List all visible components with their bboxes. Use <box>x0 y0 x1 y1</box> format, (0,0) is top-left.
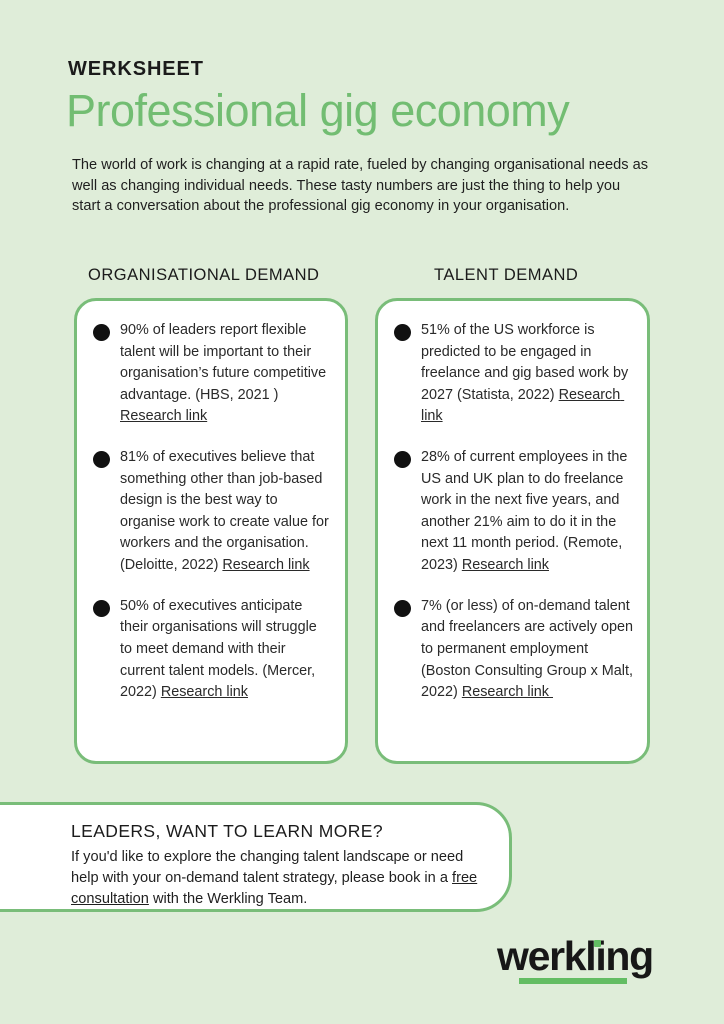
fact-list: 51% of the US workforce is predicted to … <box>378 301 647 704</box>
eyebrow-label: WERKSHEET <box>68 58 204 80</box>
cta-box: LEADERS, WANT TO LEARN MORE? If you'd li… <box>0 802 512 912</box>
research-link[interactable]: Research link <box>222 557 310 574</box>
bullet-dot-icon <box>394 451 411 469</box>
bullet-dot-icon <box>394 599 411 617</box>
free-consultation-link[interactable]: free consultation <box>71 870 478 908</box>
fact-text: 81% of executives believe that something… <box>120 449 333 574</box>
bullet-dot-icon <box>93 324 110 341</box>
list-item: 81% of executives believe that something… <box>93 447 331 577</box>
column-heading-organisational-demand: ORGANISATIONAL DEMAND <box>88 266 320 284</box>
logo-i-dot <box>594 940 601 947</box>
bullet-dot-icon <box>394 324 411 341</box>
fact-text: 90% of leaders report flexible talent wi… <box>120 322 331 425</box>
intro-paragraph: The world of work is changing at a rapid… <box>72 157 648 215</box>
list-item: 50% of executives anticipate their organ… <box>93 596 331 704</box>
page-title: Professional gig economy <box>66 85 570 136</box>
cta-body: If you'd like to explore the changing ta… <box>71 849 478 908</box>
card-organisational-demand: 90% of leaders report flexible talent wi… <box>74 298 348 764</box>
fact-text: 28% of current employees in the US and U… <box>421 449 632 574</box>
list-item: 51% of the US workforce is predicted to … <box>394 320 633 428</box>
fact-list: 90% of leaders report flexible talent wi… <box>77 301 345 704</box>
research-link[interactable]: Research link <box>461 684 553 701</box>
cta-title: LEADERS, WANT TO LEARN MORE? <box>71 821 384 841</box>
list-item: 28% of current employees in the US and U… <box>394 447 633 577</box>
fact-text: 50% of executives anticipate their organ… <box>120 597 321 701</box>
bullet-dot-icon <box>93 451 110 469</box>
fact-text: 51% of the US workforce is predicted to … <box>421 322 637 425</box>
werkling-logo: werkling <box>497 933 654 984</box>
research-link[interactable]: Research link <box>160 684 248 701</box>
list-item: 7% (or less) of on-demand talent and fre… <box>394 596 633 704</box>
research-link[interactable]: Research link <box>120 408 208 425</box>
logo-underline-bar <box>519 978 627 984</box>
research-link[interactable]: Research link <box>421 386 625 425</box>
column-heading-talent-demand: TALENT DEMAND <box>434 266 579 284</box>
fact-text: 7% (or less) of on-demand talent and fre… <box>421 597 637 701</box>
logo-wordmark: werkling <box>497 933 654 979</box>
research-link[interactable]: Research link <box>461 557 549 574</box>
card-talent-demand: 51% of the US workforce is predicted to … <box>375 298 650 764</box>
bullet-dot-icon <box>93 599 110 617</box>
list-item: 90% of leaders report flexible talent wi… <box>93 320 331 428</box>
